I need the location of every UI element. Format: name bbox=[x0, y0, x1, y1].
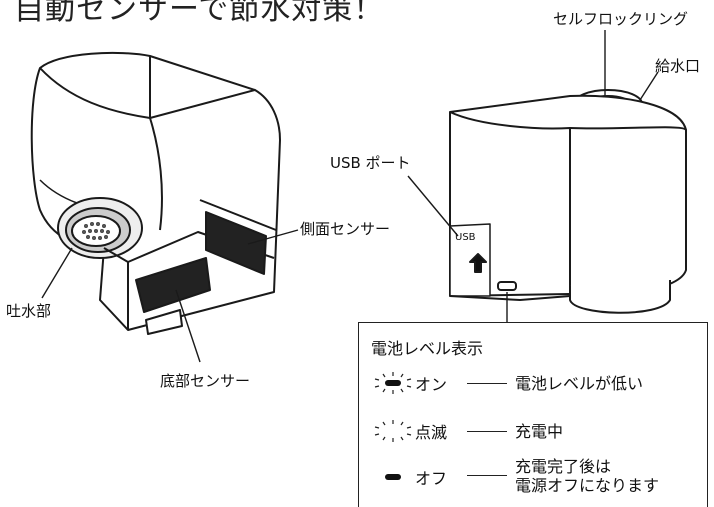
legend-row-blink: 点滅 充電中 bbox=[371, 417, 563, 445]
leader-spout bbox=[41, 247, 73, 299]
page-title: 自動センサーで節水対策！ bbox=[14, 0, 385, 27]
legend-row-on: オン 電池レベルが低い bbox=[371, 369, 643, 397]
leader-lines bbox=[41, 30, 659, 363]
label-self-lock-ring: セルフロックリング bbox=[553, 10, 689, 28]
legend-state-on: オン bbox=[415, 375, 448, 394]
legend-row-off: オフ 充電完了後は 電源オフになります bbox=[371, 457, 659, 495]
legend-title: 電池レベル表示 bbox=[371, 339, 484, 358]
label-spout: 吐水部 bbox=[6, 302, 52, 320]
label-usb-port: USB ポート bbox=[330, 154, 411, 172]
legend-dash bbox=[467, 430, 507, 432]
legend-meaning-blink: 充電中 bbox=[515, 421, 564, 441]
leader-usb-port bbox=[407, 175, 459, 237]
right-device-drawing bbox=[449, 89, 687, 314]
indicator-on-icon bbox=[374, 372, 412, 394]
usb-marking: USB bbox=[455, 232, 476, 243]
indicator-off-icon bbox=[385, 474, 401, 480]
legend-meaning-on: 電池レベルが低い bbox=[515, 373, 644, 393]
legend-meaning-off-line1: 充電完了後は bbox=[515, 457, 612, 476]
legend-dash bbox=[467, 475, 507, 476]
label-side-sensor: 側面センサー bbox=[300, 220, 391, 238]
leader-water-inlet bbox=[639, 71, 659, 101]
legend-meaning-off: 充電完了後は 電源オフになります bbox=[515, 457, 659, 495]
indicator-blink-icon bbox=[374, 420, 412, 442]
legend-meaning-off-line2: 電源オフになります bbox=[515, 476, 660, 495]
legend-dash bbox=[467, 382, 507, 384]
label-water-inlet: 給水口 bbox=[655, 57, 701, 75]
leader-bottom-sensor bbox=[175, 289, 201, 363]
legend-state-off: オフ bbox=[415, 469, 448, 488]
leader-side-sensor bbox=[247, 229, 299, 245]
legend-state-blink: 点滅 bbox=[415, 423, 448, 442]
left-device-drawing bbox=[30, 51, 281, 335]
battery-legend: 電池レベル表示 オン 電池レベルが低い bbox=[358, 322, 708, 507]
label-bottom-sensor: 底部センサー bbox=[160, 372, 251, 390]
